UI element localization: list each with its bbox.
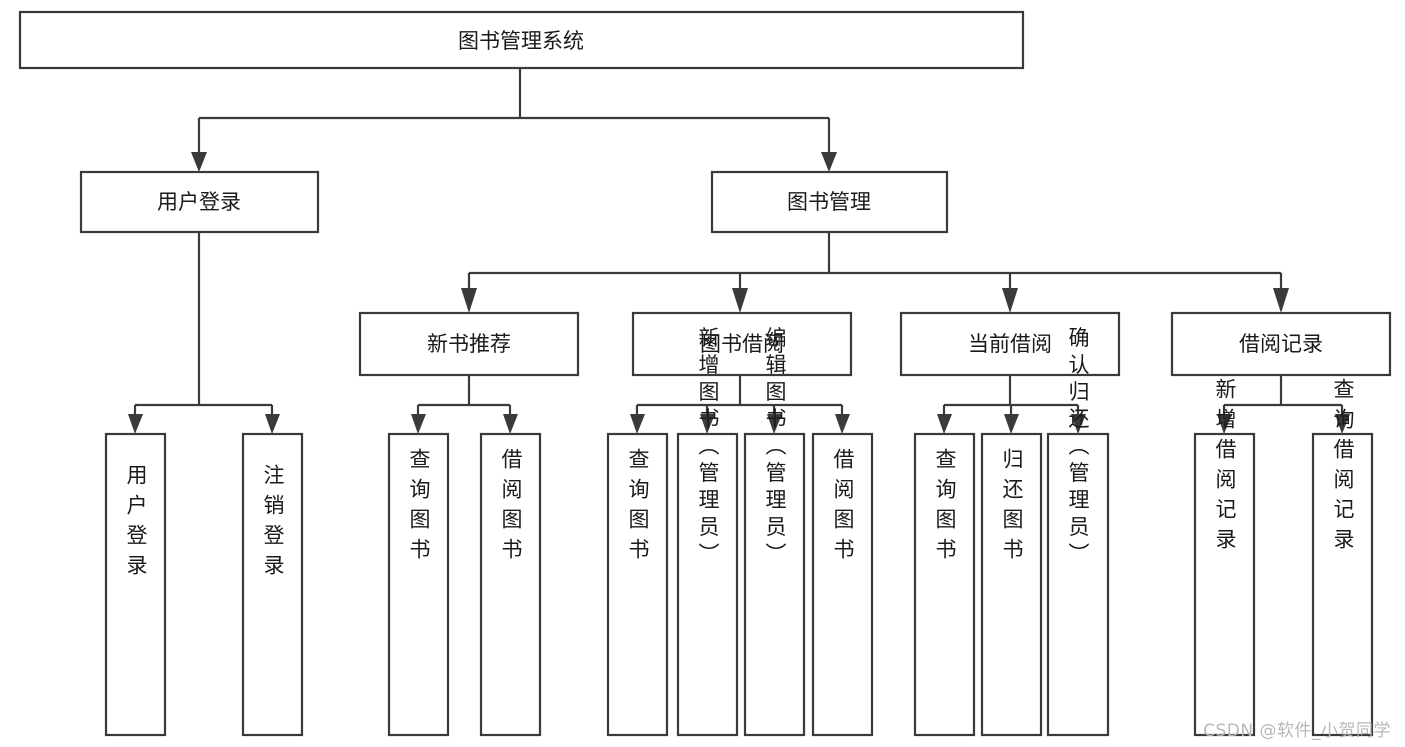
leaf-borrow-records-1-box[interactable] xyxy=(1193,432,1256,737)
leaf-current-borrow-2-label: 归还图书 xyxy=(1000,448,1024,568)
leaf-current-borrow-1-label: 查询图书 xyxy=(933,448,957,568)
leaf-book-borrow-4[interactable]: 借阅图书 xyxy=(811,432,874,737)
leaf-user-login-1-label: 用户登录 xyxy=(124,464,148,584)
arrow-to-current-borrow-icon xyxy=(1002,288,1018,313)
leaf-new-book-2-box[interactable] xyxy=(479,432,542,737)
node-borrow-records[interactable]: 借阅记录 xyxy=(1170,311,1392,377)
leaf-current-borrow-2-box[interactable] xyxy=(980,432,1043,737)
arrow-current-borrow-child-3-icon xyxy=(1071,414,1086,434)
arrow-to-user-login-icon xyxy=(191,152,207,172)
leaf-new-book-1[interactable]: 查询图书 xyxy=(387,432,450,737)
node-borrow-records-box[interactable] xyxy=(1170,311,1392,377)
node-book-manage-label: 图书管理 xyxy=(787,190,871,214)
leaf-user-login-2-box[interactable] xyxy=(241,432,304,737)
leaf-book-borrow-1[interactable]: 查询图书 xyxy=(606,432,669,737)
arrow-to-book-manage-icon xyxy=(821,152,837,172)
node-user-login-box[interactable] xyxy=(79,170,320,234)
node-book-manage-box[interactable] xyxy=(710,170,949,234)
arrow-current-borrow-child-2-icon xyxy=(1004,414,1019,434)
leaf-book-borrow-4-label: 借阅图书 xyxy=(831,448,855,568)
leaf-borrow-records-1-label: 新增借阅记录 xyxy=(1213,378,1237,558)
leaf-book-borrow-4-box[interactable] xyxy=(811,432,874,737)
node-user-login[interactable]: 用户登录 xyxy=(79,170,320,234)
leaf-borrow-records-1[interactable]: 新增借阅记录 xyxy=(1193,378,1256,737)
leaf-new-book-2[interactable]: 借阅图书 xyxy=(479,432,542,737)
arrow-book-borrow-child-3-icon xyxy=(767,414,782,434)
leaf-borrow-records-2[interactable]: 查询借阅记录 xyxy=(1311,378,1374,737)
node-user-login-label: 用户登录 xyxy=(157,190,241,214)
arrow-book-borrow-child-2-icon xyxy=(700,414,715,434)
arrow-borrow-records-child-1-icon xyxy=(1217,414,1232,434)
node-book-borrow-box[interactable] xyxy=(631,311,853,377)
node-current-borrow-label: 当前借阅 xyxy=(968,332,1052,356)
arrow-user-login-child-2-icon xyxy=(265,414,280,434)
node-book-borrow-label: 图书借阅 xyxy=(700,332,784,356)
leaf-user-login-2-label: 注销登录 xyxy=(261,464,285,584)
leaf-book-borrow-3-box[interactable] xyxy=(743,432,806,737)
leaf-current-borrow-3[interactable]: 确认归还（管理员） xyxy=(1046,327,1110,737)
leaf-book-borrow-1-label: 查询图书 xyxy=(626,448,650,568)
leaf-book-borrow-2-box[interactable] xyxy=(676,432,739,737)
node-new-book-recommend-box[interactable] xyxy=(358,311,580,377)
leaf-user-login-1-box[interactable] xyxy=(104,432,167,737)
arrow-user-login-child-1-icon xyxy=(128,414,143,434)
leaf-current-borrow-1[interactable]: 查询图书 xyxy=(913,432,976,737)
arrow-book-borrow-child-1-icon xyxy=(630,414,645,434)
node-root-label: 图书管理系统 xyxy=(458,29,584,53)
leaf-new-book-1-label: 查询图书 xyxy=(407,448,431,568)
node-new-book-recommend[interactable]: 新书推荐 xyxy=(358,311,580,377)
leaf-current-borrow-2[interactable]: 归还图书 xyxy=(980,432,1043,737)
node-book-manage[interactable]: 图书管理 xyxy=(710,170,949,234)
leaf-book-borrow-1-box[interactable] xyxy=(606,432,669,737)
leaf-current-borrow-3-box[interactable] xyxy=(1046,432,1110,737)
leaf-book-borrow-2-label: 新增图书（管理员） xyxy=(696,327,720,570)
arrow-current-borrow-child-1-icon xyxy=(937,414,952,434)
leaf-book-borrow-2[interactable]: 新增图书（管理员） xyxy=(676,327,739,737)
arrow-new-book-child-1-icon xyxy=(411,414,426,434)
node-book-borrow[interactable]: 图书借阅 xyxy=(631,311,853,377)
leaf-new-book-1-box[interactable] xyxy=(387,432,450,737)
edges-layer xyxy=(128,68,1350,434)
leaf-book-borrow-3[interactable]: 编辑图书（管理员） xyxy=(743,327,806,737)
leaf-new-book-2-label: 借阅图书 xyxy=(499,448,523,568)
arrow-borrow-records-child-2-icon xyxy=(1335,414,1350,434)
arrow-to-book-borrow-icon xyxy=(732,288,748,313)
leaf-book-borrow-3-label: 编辑图书（管理员） xyxy=(763,327,787,570)
arrow-to-new-book-icon xyxy=(461,288,477,313)
leaf-current-borrow-3-label: 确认归还（管理员） xyxy=(1066,327,1090,570)
node-new-book-recommend-label: 新书推荐 xyxy=(427,332,511,356)
arrow-to-borrow-records-icon xyxy=(1273,288,1289,313)
arrow-new-book-child-2-icon xyxy=(503,414,518,434)
leaf-borrow-records-2-label: 查询借阅记录 xyxy=(1331,378,1355,558)
leaf-user-login-1[interactable]: 用户登录 xyxy=(104,432,167,737)
node-root[interactable]: 图书管理系统 xyxy=(18,10,1025,70)
node-current-borrow[interactable]: 当前借阅 xyxy=(899,311,1121,377)
node-borrow-records-label: 借阅记录 xyxy=(1239,332,1323,356)
leaf-user-login-2[interactable]: 注销登录 xyxy=(241,432,304,737)
leaf-current-borrow-1-box[interactable] xyxy=(913,432,976,737)
node-root-box[interactable] xyxy=(18,10,1025,70)
node-current-borrow-box[interactable] xyxy=(899,311,1121,377)
arrow-book-borrow-child-4-icon xyxy=(835,414,850,434)
leaf-borrow-records-2-box[interactable] xyxy=(1311,432,1374,737)
